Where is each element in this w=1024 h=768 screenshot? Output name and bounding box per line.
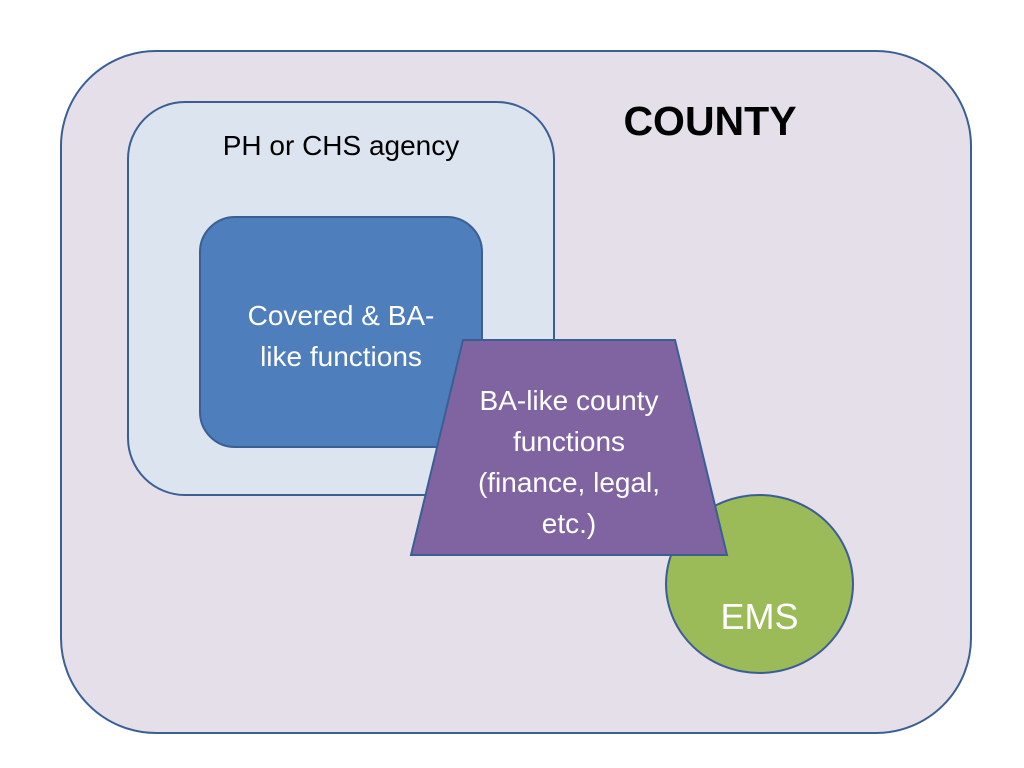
- ph-chs-agency-label: PH or CHS agency: [222, 130, 460, 161]
- ba-county-functions-label-line-1: BA-like county: [479, 385, 659, 416]
- ba-county-functions-label-line-2: functions: [512, 426, 626, 457]
- ba-county-functions-label: BA-like county functions (finance, legal…: [450, 380, 688, 544]
- ems-label: EMS: [720, 596, 799, 637]
- ba-county-functions-label-line-4: etc.): [541, 508, 597, 539]
- county-label: COUNTY: [623, 98, 797, 144]
- covered-functions-label: Covered & BA- like functions: [210, 295, 472, 377]
- ems-circle: [665, 494, 854, 674]
- covered-functions-label-line-2: like functions: [260, 341, 422, 372]
- covered-functions-label-line-1: Covered & BA-: [247, 300, 435, 331]
- ba-county-functions-label-line-3: (finance, legal,: [477, 467, 661, 498]
